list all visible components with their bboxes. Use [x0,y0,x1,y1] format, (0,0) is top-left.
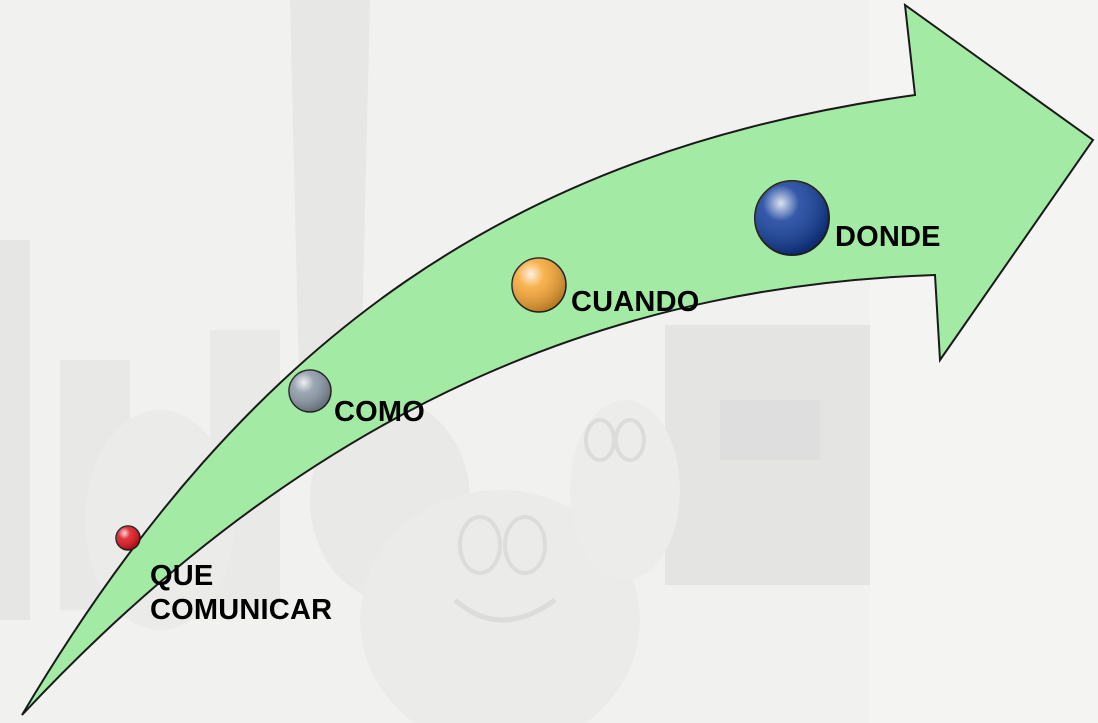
arrow-shape [21,2,1095,716]
step-label-cuando: CUANDO [571,286,700,318]
red-dot-icon [115,525,141,551]
step-label-donde: DONDE [835,221,941,253]
step-label-que-comunicar: QUE COMUNICAR [150,560,333,626]
gray-dot-icon [288,369,332,413]
step-label-como: COMO [334,396,426,428]
blue-dot-icon [754,180,830,256]
orange-dot-icon [511,257,567,313]
